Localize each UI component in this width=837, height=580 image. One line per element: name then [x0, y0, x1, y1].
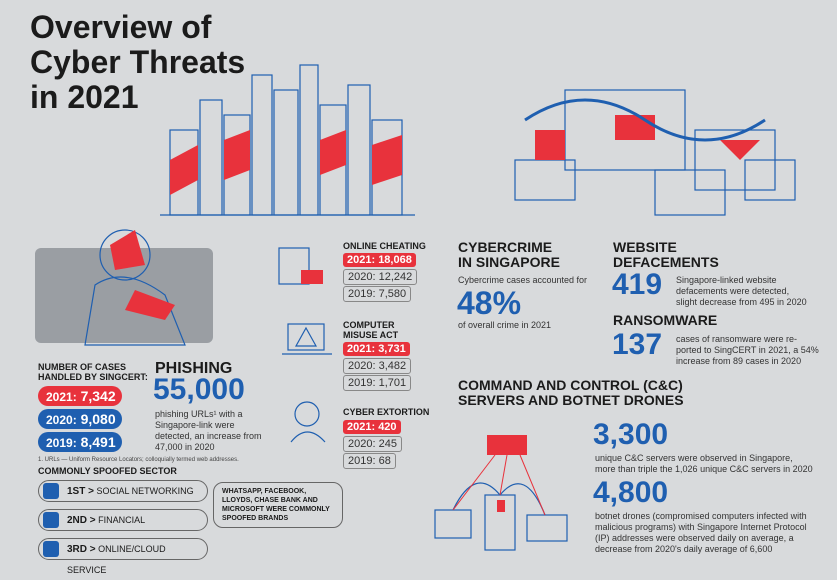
cybercrime-value: 48% [457, 285, 522, 321]
cnc-value-2: 4,800 [593, 476, 669, 509]
phishing-footnote: 1. URLs — Uniform Resource Locators; col… [38, 457, 239, 463]
ransomware-heading: RANSOMWARE [613, 312, 718, 328]
cnc-text-2-line-1: botnet drones (compromised computers inf… [595, 511, 807, 521]
phishing-text-line-3: detected, an increase from [155, 431, 262, 441]
online-cheating-values: 2021: 18,068 2020: 12,242 2019: 7,580 [343, 253, 418, 303]
brands-line-3: MICROSOFT WERE COMMONLY [222, 506, 330, 513]
singcert-2021-value: 7,342 [80, 388, 116, 404]
defacements-heading-line-1: WEBSITE [613, 239, 677, 255]
title-line-3: in 2021 [30, 79, 139, 115]
sector-1-rank: 1ST > [67, 486, 94, 497]
cnc-text-2: botnet drones (compromised computers inf… [595, 511, 807, 555]
cnc-text-1-line-1: unique C&C servers were observed in Sing… [595, 453, 793, 463]
computer-misuse-heading-line-1: COMPUTER [343, 320, 395, 330]
cnc-heading: COMMAND AND CONTROL (C&C) SERVERS AND BO… [458, 378, 684, 408]
city-skyline-illustration [160, 64, 415, 216]
cyber-extortion-2021: 2021: 420 [343, 420, 401, 434]
brands-line-1: WHATSAPP, FACEBOOK, [222, 488, 307, 495]
defacements-heading-line-2: DEFACEMENTS [613, 254, 719, 270]
phishing-text-line-2: Singapore-link were [155, 420, 235, 430]
title-line-2: Cyber Threats [30, 44, 246, 80]
cnc-value-1: 3,300 [593, 418, 669, 451]
singcert-2019: 2019: 8,491 [38, 432, 122, 452]
cybercrime-text: Cybercrime cases accounted for [458, 275, 588, 285]
defacements-text-line-3: slight decrease from 495 in 2020 [676, 297, 807, 307]
cybercrime-sub: of overall crime in 2021 [458, 320, 552, 330]
chip-icon [43, 541, 59, 557]
cybercrime-heading-line-1: CYBERCRIME [458, 239, 553, 255]
singcert-heading: NUMBER OF CASES HANDLED BY SINGCERT: [38, 362, 148, 382]
cnc-text-2-line-4: decrease from 2020's daily average of 6,… [595, 544, 773, 554]
social-network-icon [43, 483, 59, 499]
extortion-figure-icon [290, 401, 326, 443]
bank-icon [43, 512, 59, 528]
cnc-heading-line-2: SERVERS AND BOTNET DRONES [458, 392, 684, 408]
singcert-2021-year: 2021: [46, 390, 77, 404]
brands-line-2: LLOYDS, CHASE BANK AND [222, 497, 318, 504]
cyber-extortion-values: 2021: 420 2020: 245 2019: 68 [343, 420, 402, 470]
singcert-2020-value: 9,080 [80, 411, 116, 427]
computer-misuse-values: 2021: 3,731 2020: 3,482 2019: 1,701 [343, 342, 412, 392]
sector-2-name: FINANCIAL [98, 515, 146, 525]
sector-2-rank: 2ND > [67, 515, 96, 526]
phishing-text-line-1: phishing URLs¹ with a [155, 409, 243, 419]
spoofed-brands-box: WHATSAPP, FACEBOOK, LLOYDS, CHASE BANK A… [213, 482, 343, 528]
brands-line-4: SPOOFED BRANDS [222, 515, 289, 522]
cyber-extortion-2019: 2019: 68 [343, 453, 396, 469]
title-line-1: Overview of [30, 9, 212, 45]
cnc-text-2-line-2: malicious programs) with Singapore Inter… [595, 522, 807, 532]
cnc-text-1-line-2: more than triple the 1,026 unique C&C se… [595, 464, 813, 474]
computer-misuse-heading: COMPUTER MISUSE ACT [343, 320, 398, 340]
singcert-2019-value: 8,491 [80, 434, 116, 450]
ransomware-text: cases of ransomware were re- ported to S… [676, 334, 819, 367]
ransomware-text-line-2: ported to SingCERT in 2021, a 54% [676, 345, 819, 355]
online-cheating-icon [278, 247, 323, 285]
ransomware-text-line-3: increase from 89 cases in 2020 [676, 356, 802, 366]
singcert-2020-year: 2020: [46, 413, 77, 427]
singcert-heading-line-2: HANDLED BY SINGCERT: [38, 372, 148, 382]
singcert-2020: 2020: 9,080 [38, 409, 122, 429]
ransomware-text-line-1: cases of ransomware were re- [676, 334, 798, 344]
computer-misuse-2019: 2019: 1,701 [343, 375, 412, 391]
locked-devices-illustration [514, 89, 796, 216]
ransomware-value: 137 [612, 328, 663, 361]
online-cheating-heading: ONLINE CHEATING [343, 241, 426, 251]
cnc-heading-line-1: COMMAND AND CONTROL (C&C) [458, 377, 683, 393]
defacements-text: Singapore-linked website defacements wer… [676, 275, 807, 308]
phishing-heading: PHISHING [155, 360, 233, 377]
computer-misuse-heading-line-2: MISUSE ACT [343, 330, 399, 340]
defacements-heading: WEBSITE DEFACEMENTS [613, 240, 719, 270]
defacements-text-line-2: defacements were detected, [676, 286, 790, 296]
sector-row-2: 2ND > FINANCIAL [38, 509, 208, 531]
cnc-text-1: unique C&C servers were observed in Sing… [595, 453, 813, 475]
online-cheating-2021: 2021: 18,068 [343, 253, 416, 267]
singcert-heading-line-1: NUMBER OF CASES [38, 362, 127, 372]
computer-misuse-2021: 2021: 3,731 [343, 342, 410, 356]
spoofed-heading: COMMONLY SPOOFED SECTOR [38, 466, 177, 476]
botnet-illustration [434, 435, 568, 551]
cnc-text-2-line-3: (IP) addresses were observed daily on av… [595, 533, 794, 543]
cybercrime-heading: CYBERCRIME IN SINGAPORE [458, 240, 560, 270]
cyber-extortion-2020: 2020: 245 [343, 436, 402, 452]
singcert-2019-year: 2019: [46, 436, 77, 450]
sector-3-rank: 3RD > [67, 544, 96, 555]
computer-misuse-2020: 2020: 3,482 [343, 358, 412, 374]
online-cheating-2019: 2019: 7,580 [343, 286, 412, 302]
phishing-value: 55,000 [153, 373, 245, 406]
singcert-2021: 2021: 7,342 [38, 386, 122, 406]
sector-1-name: SOCIAL NETWORKING [96, 486, 194, 496]
page-title: Overview of Cyber Threats in 2021 [30, 10, 245, 115]
sector-row-1: 1ST > SOCIAL NETWORKING [38, 480, 208, 502]
cyber-extortion-heading: CYBER EXTORTION [343, 407, 430, 417]
phishing-text-line-4: 47,000 in 2020 [155, 442, 215, 452]
online-cheating-2020: 2020: 12,242 [343, 269, 418, 285]
defacements-text-line-1: Singapore-linked website [676, 275, 777, 285]
hacker-figure [84, 229, 186, 346]
defacements-value: 419 [612, 268, 663, 301]
sector-row-3: 3RD > ONLINE/CLOUD SERVICE [38, 538, 208, 575]
phishing-text: phishing URLs¹ with a Singapore-link wer… [155, 409, 262, 453]
warning-laptop-icon [282, 323, 332, 355]
cybercrime-heading-line-2: IN SINGAPORE [458, 254, 560, 270]
